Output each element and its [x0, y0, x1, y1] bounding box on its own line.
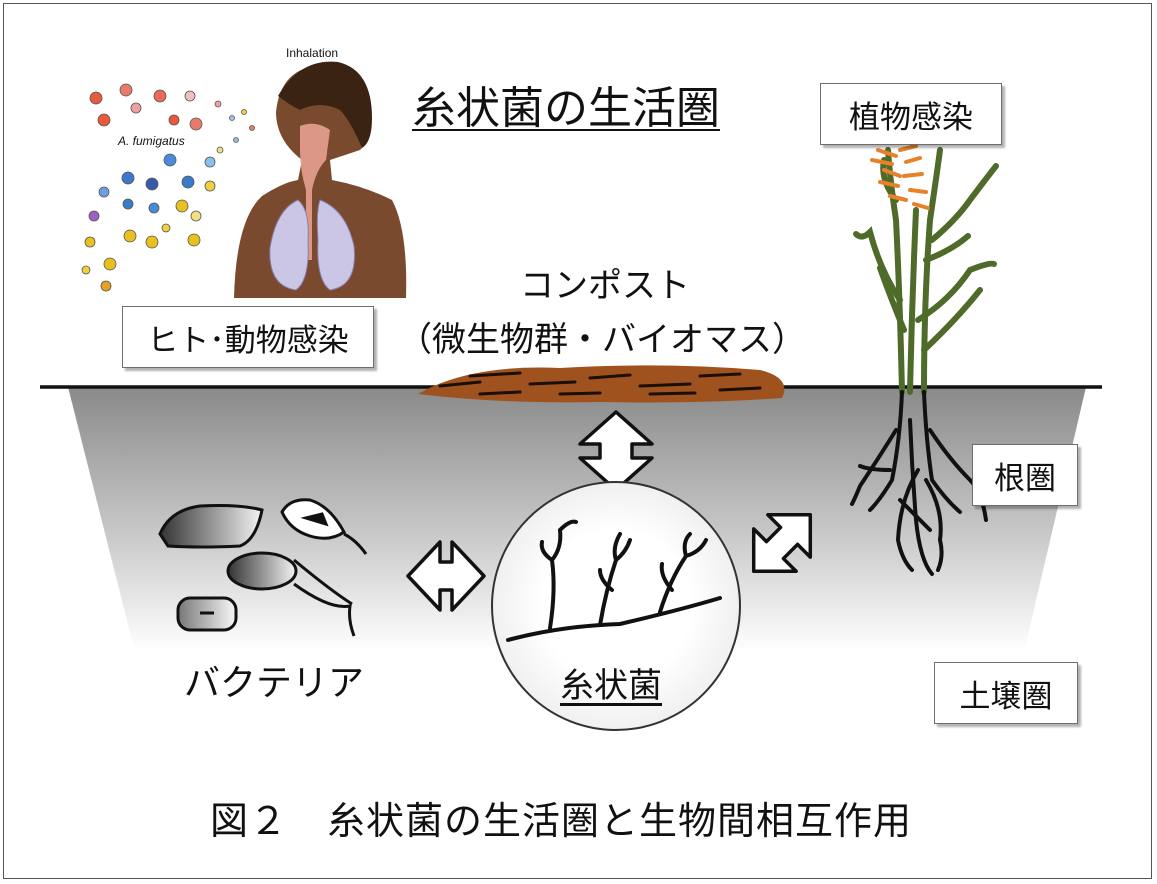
horizontal-double-arrow [406, 540, 486, 612]
inhalation-label: Inhalation [286, 46, 339, 60]
compost-label: コンポスト [520, 266, 690, 306]
compost-sublabel: （微生物群・バイオマス） [398, 320, 806, 360]
human-animal-infection-box: ヒト･動物感染 [122, 306, 374, 368]
figure-frame [3, 3, 1152, 879]
figure-caption: 図２ 糸状菌の生活圏と生物間相互作用 [210, 799, 913, 843]
plant-illustration [850, 144, 999, 576]
bacteria [158, 498, 368, 637]
fungus-circle [491, 481, 741, 731]
rhizosphere-box: 根圏 [972, 444, 1078, 506]
species-label: A. fumigatus [118, 134, 185, 148]
fungus-label: 糸状菌 [560, 666, 662, 706]
bacteria-label: バクテリア [184, 663, 365, 704]
soil-zone-box: 土壌圏 [934, 662, 1078, 724]
plant-infection-box: 植物感染 [820, 83, 1002, 145]
diagonal-double-arrow [751, 512, 813, 574]
human-illustration [234, 61, 407, 298]
page-title: 糸状菌の生活圏 [412, 83, 720, 134]
fungal-hyphae [506, 519, 722, 642]
spore-particles [81, 83, 255, 292]
compost-pile [418, 365, 785, 403]
